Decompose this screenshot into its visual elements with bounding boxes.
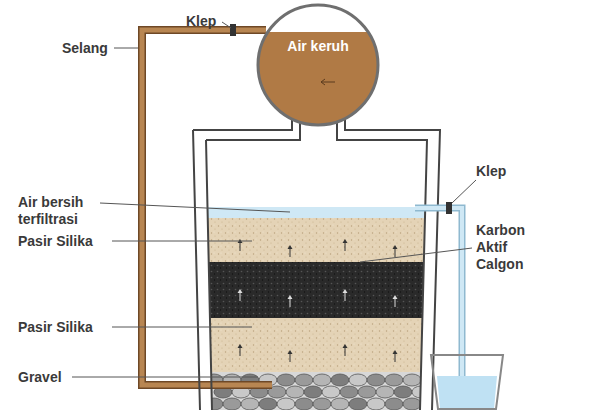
hose	[205, 381, 272, 389]
glass-water	[437, 376, 497, 409]
valve	[446, 202, 452, 214]
carbon-layer	[209, 262, 424, 318]
flow-arrows	[238, 239, 398, 362]
container	[193, 116, 440, 410]
layer-label: Gravel	[18, 369, 62, 386]
layer-label: Air bersih terfiltrasi	[18, 194, 108, 228]
tank-shape	[255, 2, 381, 128]
layer-label: Pasir Silika	[18, 319, 93, 336]
layer-label: Pasir Silika	[18, 233, 93, 250]
gravel-layer	[211, 372, 421, 410]
outlet-pipe	[415, 208, 462, 392]
hose	[205, 383, 272, 388]
valve-label: Klep	[476, 163, 506, 180]
layer-label: Karbon Aktif Calgon	[476, 222, 538, 273]
sand-layer	[208, 218, 425, 262]
leader-lines	[72, 22, 476, 377]
sand-layer	[210, 318, 422, 372]
clean-water-layer	[208, 207, 426, 218]
tank-circle: Air keruh	[255, 2, 381, 128]
gravel-stones	[205, 374, 430, 410]
hose-label: Selang	[62, 40, 108, 57]
tank-label: Air keruh	[255, 38, 381, 54]
valve	[230, 24, 236, 36]
glass	[431, 355, 503, 409]
valve-label: Klep	[186, 13, 216, 30]
